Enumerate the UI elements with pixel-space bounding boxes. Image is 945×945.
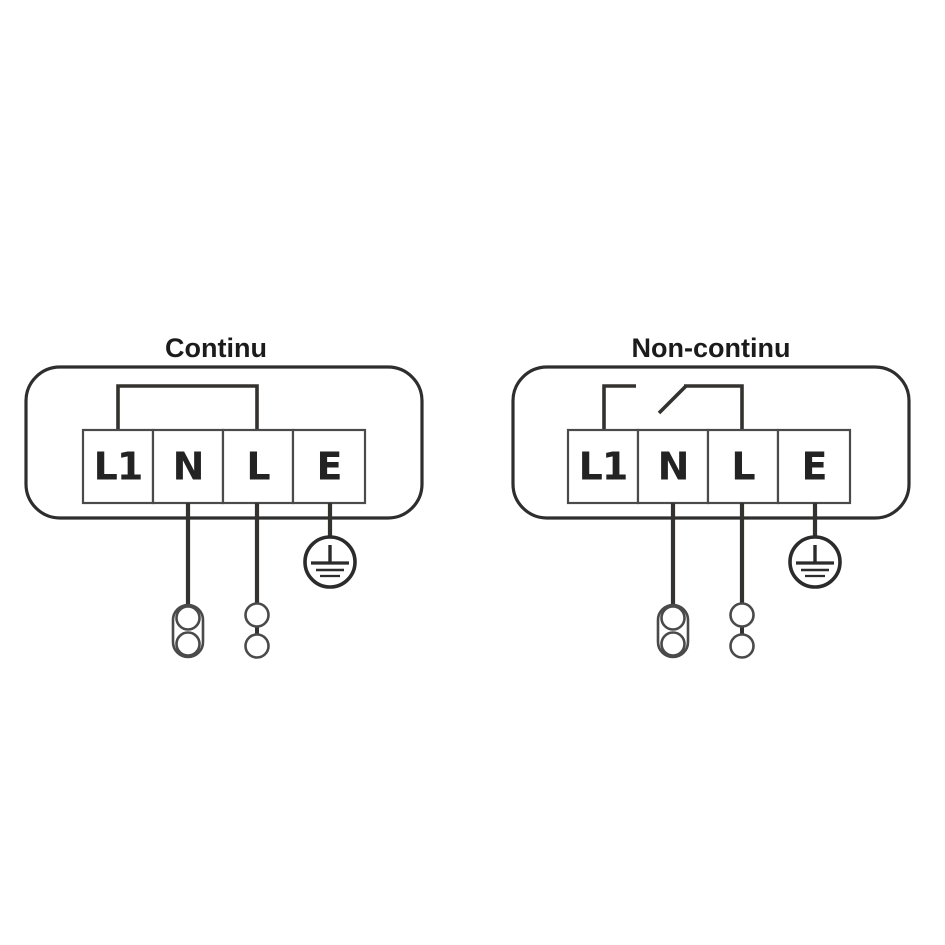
switch-blade-open xyxy=(657,384,688,415)
earth-symbol xyxy=(303,535,357,589)
connector-live-pin-bottom xyxy=(244,633,270,659)
terminal-label-e: E xyxy=(317,445,342,489)
terminal-label-e: E xyxy=(802,445,827,489)
connector-live-pin-bottom xyxy=(729,633,755,659)
diagram-continu: Continu L1 N L E xyxy=(24,333,424,659)
terminal-cell-e[interactable] xyxy=(776,428,852,505)
diagram-non-continu: Non-continu L1 N L E xyxy=(511,333,911,659)
connector-neutral-pin-bottom xyxy=(660,631,686,657)
terminal-label-l1: L1 xyxy=(579,445,628,489)
connector-live-pin-top xyxy=(244,602,270,628)
switch-bar-to-live xyxy=(684,384,744,432)
connector-neutral-pin-top xyxy=(175,605,201,631)
connector-neutral xyxy=(656,603,690,659)
connector-neutral xyxy=(171,603,205,659)
terminal-cell-l[interactable] xyxy=(706,428,780,505)
terminal-cell-l1[interactable] xyxy=(566,428,640,505)
connector-neutral-capsule xyxy=(656,603,690,659)
terminal-cell-l1[interactable] xyxy=(81,428,155,505)
connector-neutral-capsule xyxy=(171,603,205,659)
terminal-label-l: L xyxy=(731,445,755,489)
connector-live xyxy=(729,602,755,659)
terminal-label-l1: L1 xyxy=(94,445,143,489)
diagram-title-non-continu: Non-continu xyxy=(632,333,791,363)
connector-neutral-pin-top xyxy=(660,605,686,631)
jumper-link-closed xyxy=(116,384,259,432)
terminal-cell-l[interactable] xyxy=(221,428,295,505)
diagram-title-continu: Continu xyxy=(165,333,267,363)
connector-live-pin-top xyxy=(729,602,755,628)
terminal-label-l: L xyxy=(246,445,270,489)
terminal-label-n: N xyxy=(658,445,689,489)
terminal-label-n: N xyxy=(173,445,204,489)
connector-neutral-pin-bottom xyxy=(175,631,201,657)
switch-fixed-contact xyxy=(602,384,636,432)
earth-symbol xyxy=(788,535,842,589)
connector-live xyxy=(244,602,270,659)
